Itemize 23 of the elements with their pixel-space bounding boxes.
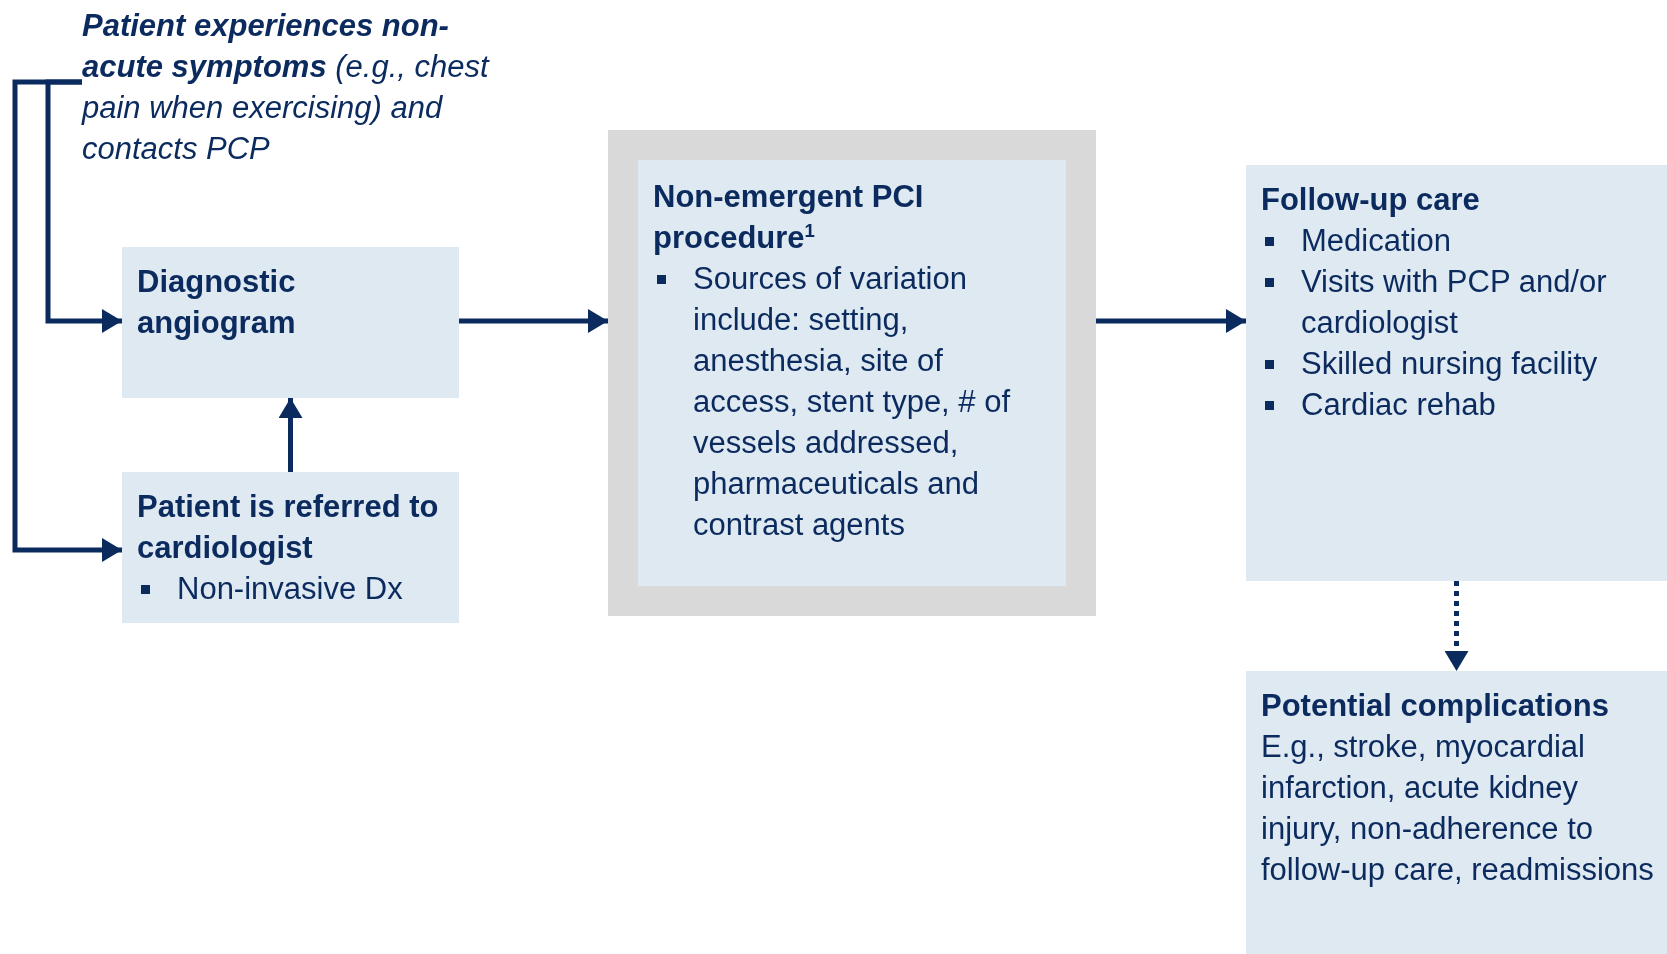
box-heading: Potential complications	[1261, 687, 1610, 725]
arrow	[278, 398, 303, 472]
dashed-arrow	[1444, 581, 1469, 671]
bullet-text: Skilled nursing facility	[1301, 346, 1598, 381]
box-heading: Patient is referred to cardiologist	[137, 488, 440, 567]
box-heading: Non-emergent PCI procedure$^{1}$	[653, 178, 925, 257]
process-box	[1246, 165, 1667, 581]
box-text: E.g., stroke, myocardial infarction, acute kidney injury, non-adherence to follow-up care, readmissions	[1261, 728, 1655, 889]
bullet-text: Visits with PCP and/or cardiologist	[1301, 264, 1607, 340]
annotation-text: Patient experiences non-acute symptoms (e.g., chest pain when exercising) and contacts PCP	[82, 7, 491, 168]
box-heading: Follow-up care	[1261, 181, 1481, 219]
arrow	[459, 309, 608, 333]
process-box	[608, 130, 1096, 616]
bullet-text: Sources of variation include: setting, anesthesia, site of access, stent type, # of vessels addressed, pharmaceuticals and contrast agents	[693, 261, 1011, 542]
box-heading: Diagnostic angiogram	[137, 263, 297, 342]
process-box	[122, 472, 459, 623]
arrow	[12, 79, 122, 562]
process-box	[122, 247, 459, 398]
bullet-text: Cardiac rehab	[1301, 387, 1496, 422]
bullet-text: Medication	[1301, 223, 1451, 258]
arrow	[1096, 309, 1246, 333]
process-box	[1246, 671, 1667, 954]
bullet-text: Non-invasive Dx	[177, 571, 403, 606]
